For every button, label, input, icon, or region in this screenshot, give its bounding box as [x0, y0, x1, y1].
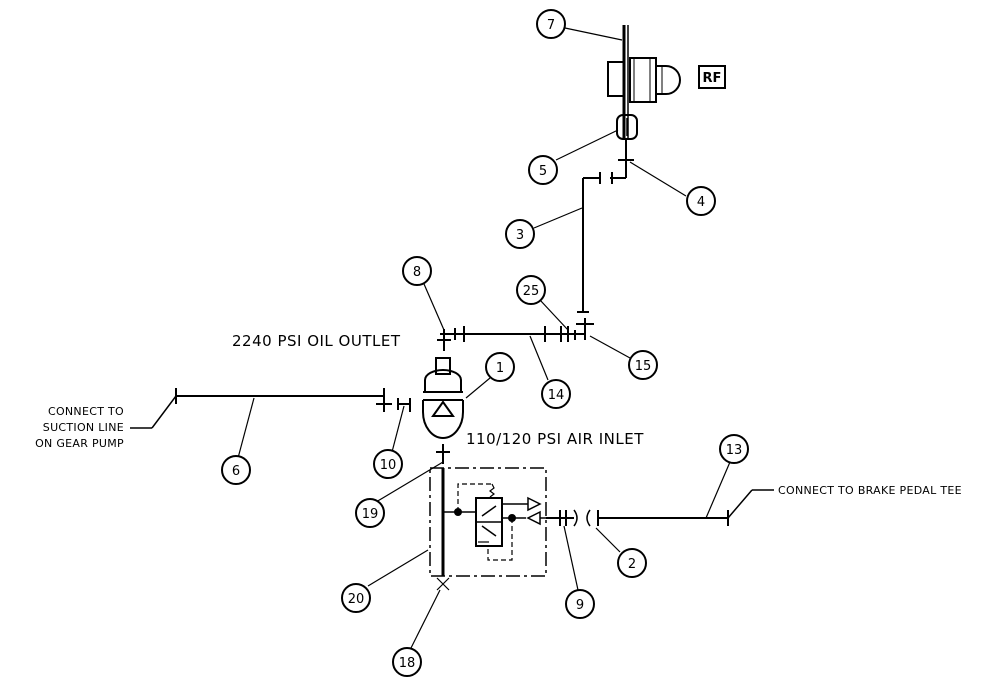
oil-outlet-label: 2240 PSI OIL OUTLET — [232, 332, 401, 350]
callout-13: 13 — [719, 434, 749, 464]
callout-25: 25 — [516, 275, 546, 305]
svg-text:13: 13 — [726, 443, 743, 458]
callout-6: 6 — [221, 455, 251, 485]
svg-text:15: 15 — [635, 359, 652, 374]
rf-label: RF — [703, 71, 722, 86]
callout-9: 9 — [565, 589, 595, 619]
brake-line — [546, 489, 774, 527]
callout-1: 1 — [485, 352, 515, 382]
valve-box-20 — [429, 467, 547, 591]
svg-text:5: 5 — [539, 164, 547, 179]
pump-1 — [422, 357, 464, 439]
callout-8: 8 — [402, 256, 432, 286]
callout-2: 2 — [617, 548, 647, 578]
svg-text:9: 9 — [576, 598, 584, 613]
air-inlet-label: 110/120 PSI AIR INLET — [466, 430, 644, 448]
svg-text:2: 2 — [628, 557, 636, 572]
callout-3: 3 — [505, 219, 535, 249]
fitting-19 — [436, 444, 450, 464]
tube-3 — [577, 140, 634, 313]
suction-line-label-1: CONNECT TO — [48, 405, 124, 418]
rf-box: RF — [698, 65, 726, 89]
leader-lines — [237, 27, 731, 651]
svg-text:7: 7 — [547, 18, 555, 33]
svg-text:6: 6 — [232, 464, 240, 479]
svg-text:25: 25 — [523, 284, 540, 299]
svg-text:3: 3 — [516, 228, 524, 243]
fitting-15 — [544, 318, 594, 342]
tube-6 — [130, 388, 411, 429]
callouts: 7 5 4 3 8 25 15 14 1 6 10 19 13 2 9 20 1… — [221, 9, 749, 677]
svg-text:1: 1 — [496, 361, 504, 376]
svg-text:10: 10 — [380, 458, 397, 473]
callout-14: 14 — [541, 379, 571, 409]
svg-text:18: 18 — [399, 656, 416, 671]
suction-line-label-3: ON GEAR PUMP — [35, 437, 124, 450]
callout-18: 18 — [392, 647, 422, 677]
svg-text:14: 14 — [548, 388, 565, 403]
brake-pedal-label: CONNECT TO BRAKE PEDAL TEE — [778, 484, 962, 497]
svg-text:4: 4 — [697, 195, 705, 210]
callout-5: 5 — [528, 155, 558, 185]
suction-line-label-2: SUCTION LINE — [43, 421, 124, 434]
tube-14 — [437, 326, 585, 351]
svg-text:20: 20 — [348, 592, 365, 607]
svg-text:19: 19 — [362, 507, 379, 522]
callout-7: 7 — [536, 9, 566, 39]
svg-text:8: 8 — [413, 265, 421, 280]
callout-15: 15 — [628, 350, 658, 380]
callout-19: 19 — [355, 498, 385, 528]
callout-10: 10 — [373, 449, 403, 479]
pressure-switch-assembly — [607, 25, 681, 140]
callout-20: 20 — [341, 583, 371, 613]
callout-4: 4 — [686, 186, 716, 216]
